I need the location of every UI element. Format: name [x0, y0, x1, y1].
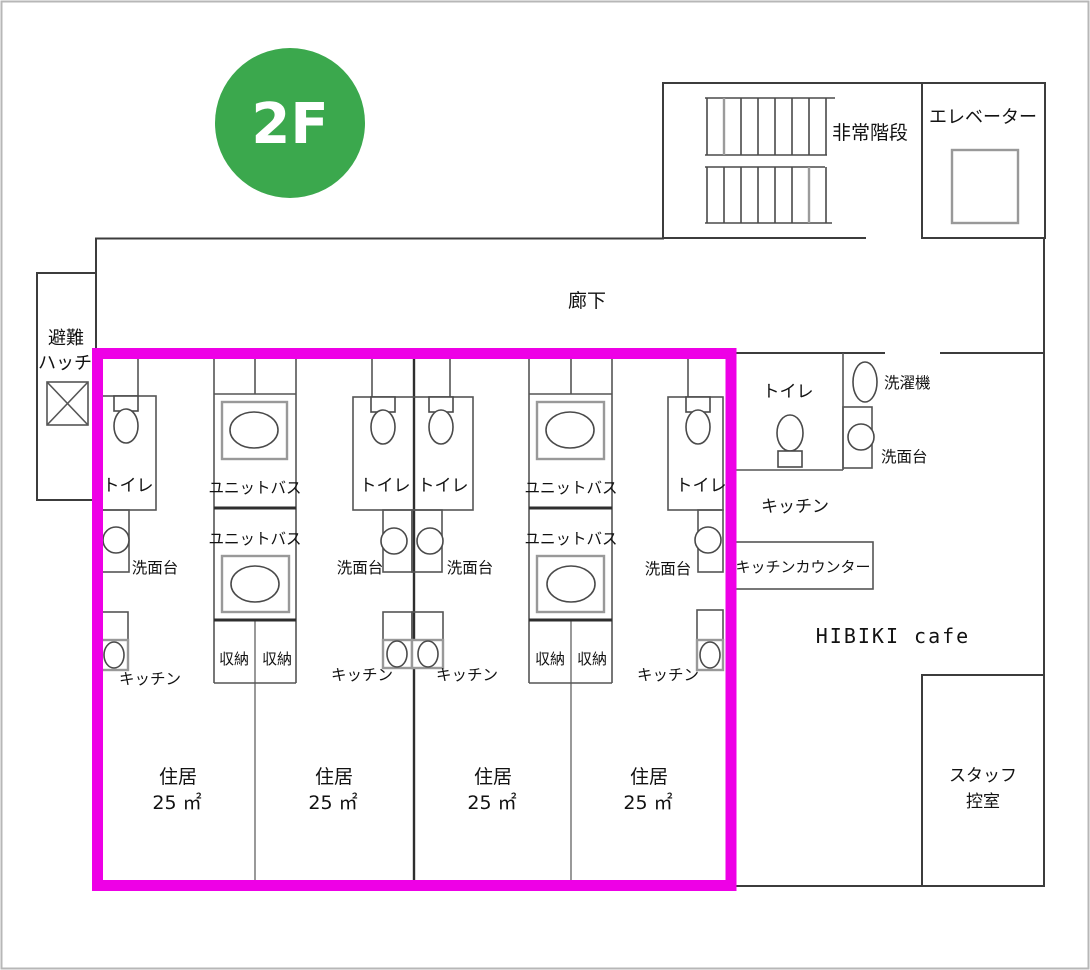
toilet-icon — [685, 409, 711, 445]
cafe-area: トイレ 洗濯機 洗面台 キッチン キッチンカウンター HIBIKI cafe ス… — [732, 353, 1045, 887]
staff-room-label-line2: 控室 — [966, 792, 1000, 812]
kitchen-sink-icon — [699, 641, 721, 669]
kitchen-label: キッチン — [119, 670, 181, 688]
washbasin-icon — [694, 526, 722, 554]
floor-badge: 2F — [215, 48, 365, 198]
washstand-label: 洗面台 — [645, 560, 692, 578]
toilet-label: トイレ — [676, 476, 727, 496]
toilet-icon — [428, 409, 454, 445]
residential-highlight-frame — [92, 348, 737, 891]
unit-bath-label: ユニットバス — [524, 530, 617, 548]
cafe-name-label: HIBIKI cafe — [816, 624, 970, 648]
bathtub-icon — [230, 565, 280, 603]
washstand-label: 洗面台 — [447, 559, 494, 577]
stairs-upper-flight — [705, 97, 835, 156]
kitchen-counter-label: キッチンカウンター — [735, 558, 870, 576]
unit-bath-column-2: ユニットバス ユニットバス 収納 収納 — [524, 354, 618, 684]
corridor-label: 廊下 — [568, 290, 606, 312]
elevator-car-icon — [950, 148, 1020, 225]
cafe-toilet-label: トイレ — [763, 382, 814, 402]
washer-label: 洗濯機 — [884, 374, 931, 392]
washbasin-icon — [380, 527, 408, 555]
bathtub-icon — [229, 411, 279, 449]
elevator-room — [921, 82, 1046, 239]
cafe-kitchen-label: キッチン — [761, 497, 829, 517]
kitchen-label: キッチン — [331, 666, 393, 684]
unit-labels: 住居 25 ㎡ 住居 25 ㎡ 住居 25 ㎡ 住居 25 ㎡ — [152, 766, 672, 814]
kitchen-box — [696, 609, 724, 641]
storage-label: 収納 — [577, 650, 607, 668]
unit-bath-column-1: ユニットバス ユニットバス 収納 収納 — [208, 354, 302, 684]
toilet-label: トイレ — [418, 476, 469, 496]
kitchen-label: キッチン — [637, 666, 699, 684]
washbasin-icon — [102, 526, 130, 554]
unit-2-3-fixtures: トイレ トイレ 洗面台 洗面台 キッチン キッチン — [331, 354, 498, 684]
toilet-icon — [113, 408, 139, 444]
toilet-icon — [370, 409, 396, 445]
stairs-lower-flight — [705, 166, 832, 224]
unit-bath-label: ユニットバス — [208, 479, 301, 497]
unit-4-fixtures: トイレ 洗面台 キッチン — [637, 354, 727, 684]
stairs-label: 非常階段 — [832, 122, 908, 144]
storage-label: 収納 — [262, 650, 292, 668]
residential-area: ユニットバス ユニットバス 収納 収納 ユニットバス ユニットバス 収納 収納 — [98, 354, 727, 886]
unit-type-label: 住居 — [474, 766, 512, 788]
storage-label: 収納 — [219, 650, 249, 668]
toilet-label: トイレ — [103, 476, 154, 496]
kitchen-sink-icon — [386, 640, 408, 668]
floor-badge-circle — [215, 48, 365, 198]
washbasin-icon — [847, 423, 875, 451]
washing-machine-icon — [852, 361, 878, 403]
bathtub-icon — [546, 565, 596, 603]
hatch-icon-diagonal — [46, 381, 89, 426]
storage-label: 収納 — [535, 650, 565, 668]
unit-bath-label: ユニットバス — [524, 479, 617, 497]
unit-size-label: 25 ㎡ — [152, 791, 201, 814]
emergency-stairs: 非常階段 — [662, 82, 921, 239]
kitchen-box — [382, 611, 413, 641]
hatch-room — [36, 272, 97, 501]
staff-room-label-line1: スタッフ — [949, 766, 1017, 786]
elevator-label: エレベーター — [929, 107, 1037, 128]
floor-badge-label: 2F — [251, 92, 328, 157]
cafe-washstand-label: 洗面台 — [881, 448, 928, 466]
bathtub-icon — [545, 411, 595, 449]
unit-type-label: 住居 — [159, 766, 197, 788]
kitchen-sink-icon — [103, 641, 125, 669]
kitchen-sink-icon — [417, 640, 439, 668]
hatch-icon — [46, 381, 89, 426]
unit-size-label: 25 ㎡ — [623, 791, 672, 814]
toilet-label: トイレ — [360, 476, 411, 496]
unit-type-label: 住居 — [315, 766, 353, 788]
hatch-label-line1: 避難 — [48, 328, 84, 349]
elevator: エレベーター — [921, 82, 1046, 239]
evacuation-hatch: 避難 ハッチ — [36, 272, 97, 501]
hatch-label-line2: ハッチ — [38, 353, 92, 374]
kitchen-label: キッチン — [436, 666, 498, 684]
washstand-label: 洗面台 — [337, 559, 384, 577]
toilet-icon — [777, 450, 803, 468]
unit-bath-label: ユニットバス — [208, 530, 301, 548]
unit-1-fixtures: トイレ 洗面台 キッチン — [98, 354, 181, 688]
kitchen-box — [411, 611, 444, 641]
unit-size-label: 25 ㎡ — [308, 791, 357, 814]
unit-size-label: 25 ㎡ — [467, 791, 516, 814]
washstand-label: 洗面台 — [132, 559, 179, 577]
toilet-icon — [776, 414, 804, 452]
washbasin-icon — [416, 527, 444, 555]
unit-type-label: 住居 — [630, 766, 668, 788]
